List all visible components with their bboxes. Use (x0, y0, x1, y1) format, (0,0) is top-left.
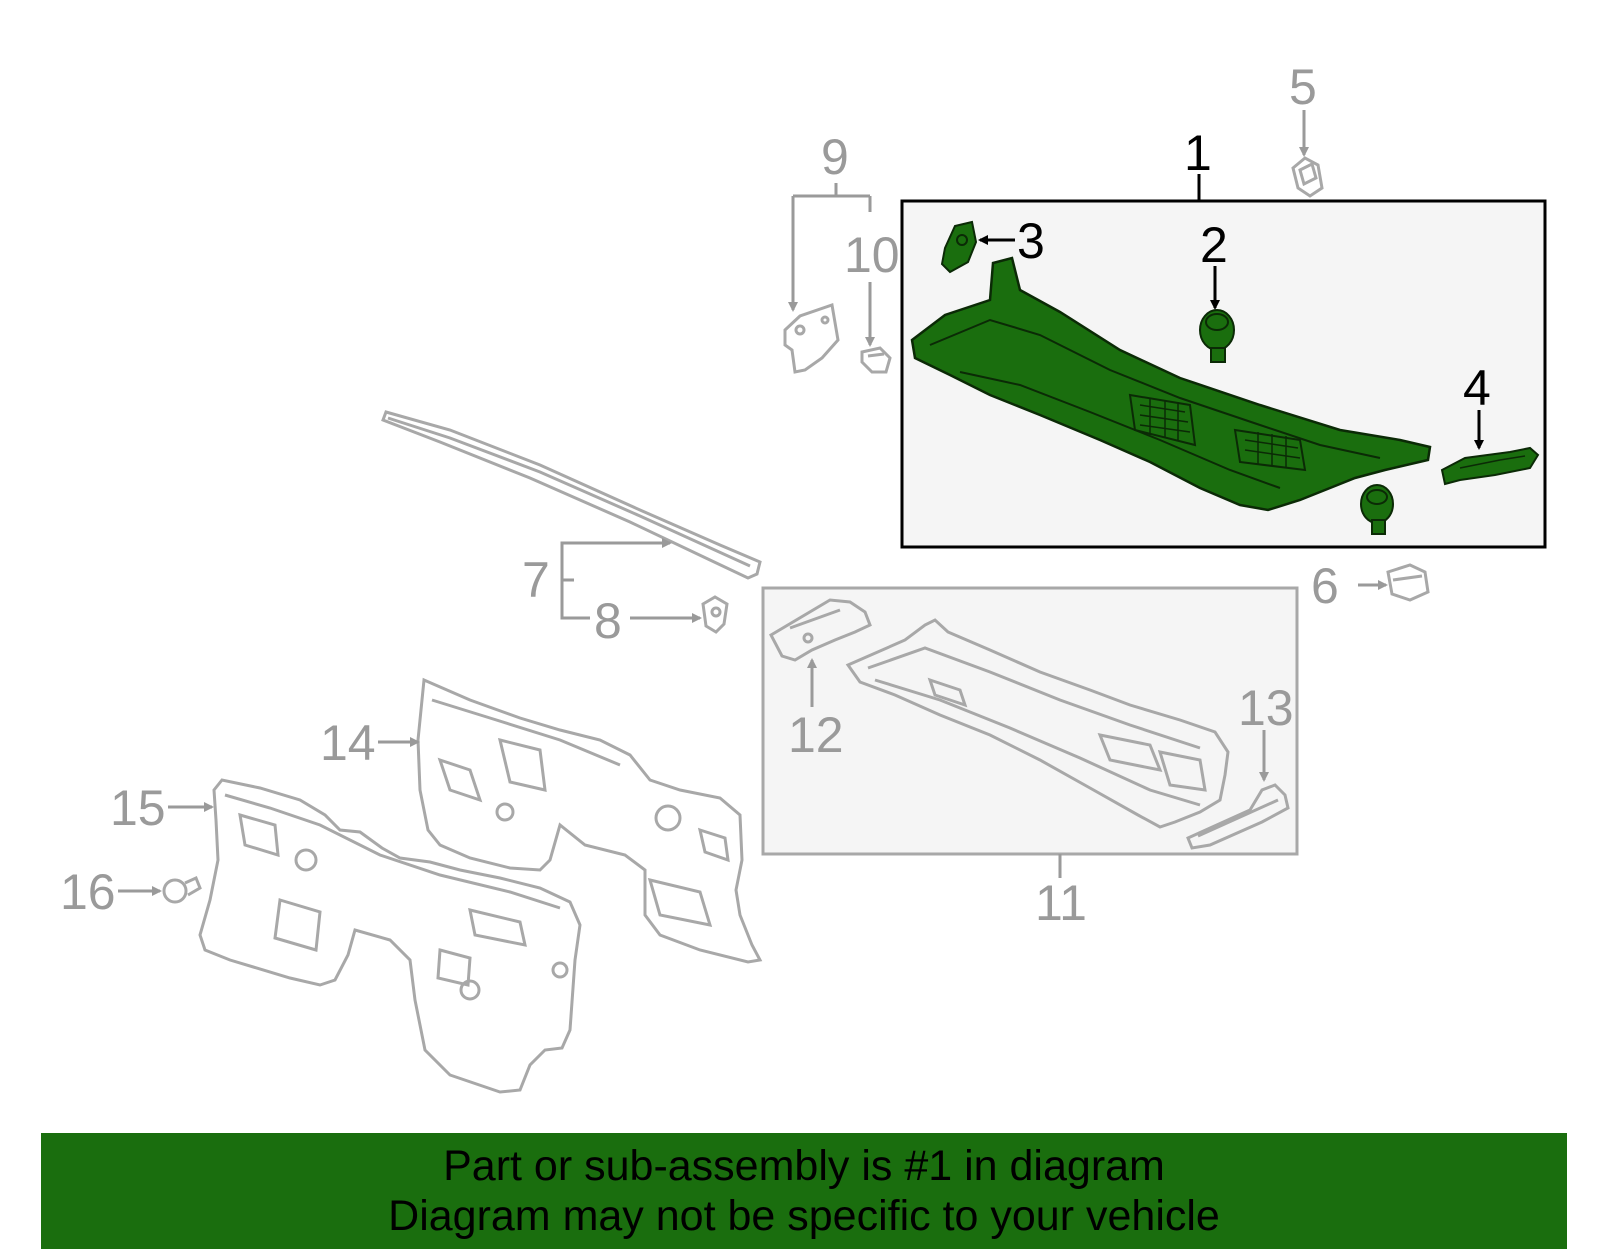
leader-lines (118, 110, 1484, 896)
callout-5: 5 (1289, 59, 1317, 115)
callout-10: 10 (844, 227, 900, 283)
callout-13: 13 (1238, 680, 1294, 736)
callout-6: 6 (1311, 558, 1339, 614)
part-8-clip[interactable] (701, 595, 729, 634)
part-6-clip[interactable] (1386, 563, 1430, 602)
part-2-grommet[interactable] (1199, 309, 1235, 363)
part-10-clip[interactable] (860, 346, 892, 374)
callout-15: 15 (110, 780, 166, 836)
callout-16: 16 (60, 864, 116, 920)
part-9-bracket[interactable] (783, 303, 840, 374)
callout-14: 14 (320, 715, 376, 771)
part-1-cowl-panel[interactable] (910, 256, 1432, 512)
part-3-clip[interactable] (940, 220, 978, 274)
info-banner: Part or sub-assembly is #1 in diagram Di… (41, 1133, 1567, 1249)
part-16-clip[interactable] (162, 875, 202, 904)
callout-8: 8 (594, 593, 622, 649)
callout-2: 2 (1200, 217, 1228, 273)
callout-1: 1 (1184, 125, 1212, 181)
callout-12: 12 (788, 707, 844, 763)
callout-7: 7 (522, 552, 550, 608)
part-14-dash-panel[interactable] (416, 677, 763, 964)
callout-4: 4 (1463, 360, 1491, 416)
banner-line-disclaimer: Diagram may not be specific to your vehi… (388, 1192, 1220, 1240)
lower-grommet[interactable] (1360, 484, 1394, 535)
part-13-bracket[interactable] (1186, 783, 1290, 850)
part-5-clip[interactable] (1291, 156, 1324, 198)
callout-11: 11 (1035, 875, 1087, 931)
callout-3: 3 (1017, 213, 1045, 269)
part-4-seal[interactable] (1440, 446, 1540, 486)
part-12-bracket[interactable] (769, 598, 872, 662)
part-15-insulator[interactable] (198, 778, 582, 1094)
banner-line-part: Part or sub-assembly is #1 in diagram (443, 1142, 1165, 1190)
part-7-weatherstrip[interactable] (381, 410, 762, 580)
part-11-cowl-frame[interactable] (845, 618, 1230, 829)
callout-9: 9 (821, 129, 849, 185)
